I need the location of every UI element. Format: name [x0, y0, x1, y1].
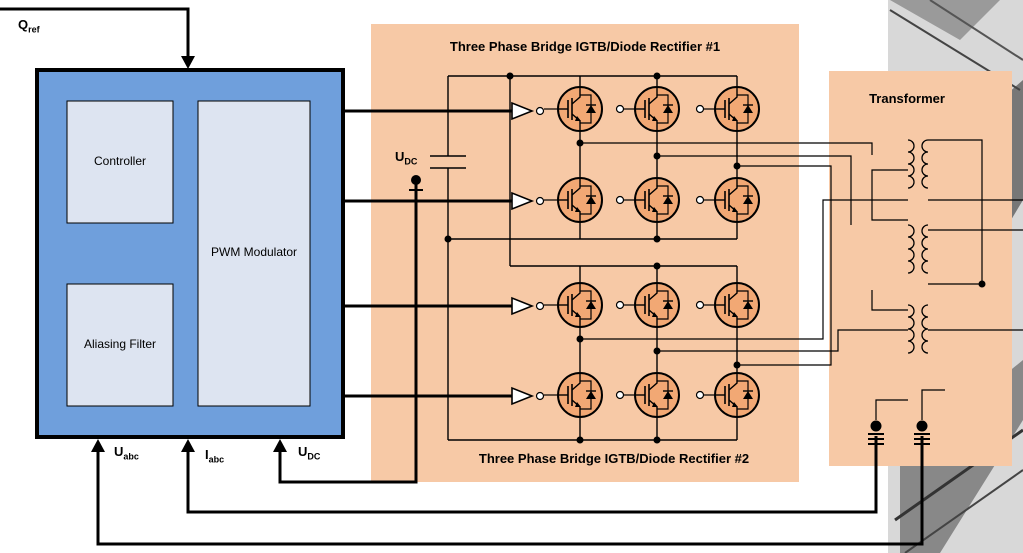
- qref-arrow-icon: [181, 56, 195, 69]
- rectifier-2-title: Three Phase Bridge IGTB/Diode Rectifier …: [478, 451, 750, 466]
- igbt-switch-icon: [544, 86, 603, 132]
- dc-bus: [447, 75, 737, 441]
- igbt-switch-icon: [544, 372, 603, 418]
- iabc-label: Iabc: [205, 447, 225, 465]
- igbt-switch-icon: [544, 282, 603, 328]
- gate-driver-icon: [511, 386, 545, 406]
- uabc-arrow-icon: [91, 439, 105, 452]
- rectifier-1-title: Three Phase Bridge IGTB/Diode Rectifier …: [449, 39, 721, 54]
- udc-capacitor-label: UDC: [395, 149, 418, 167]
- uabc-label: Uabc: [114, 444, 139, 462]
- qref-wire: [0, 7, 190, 58]
- udc-arrow-icon: [273, 439, 287, 452]
- feedback-wires: [96, 182, 924, 546]
- dc-capacitor-icon: [430, 155, 466, 169]
- igbt-switch-icon: [615, 282, 680, 328]
- controller-box: [66, 100, 174, 224]
- pwm-output-wires: [343, 109, 512, 398]
- igbt-switch-icon: [615, 86, 680, 132]
- pwm-modulator-label: PWM Modulator: [210, 245, 298, 259]
- igbt-switch-icon: [695, 86, 760, 132]
- gate-driver-icon: [511, 101, 545, 121]
- gate-driver-icon: [511, 296, 545, 316]
- iabc-arrow-icon: [181, 439, 195, 452]
- igbt-switch-icon: [544, 177, 603, 223]
- transformer-probe-icon: [868, 420, 930, 445]
- aliasing-filter-label: Aliasing Filter: [83, 337, 157, 351]
- dc-bus-nodes: [444, 72, 661, 270]
- udc-probe-icon: [409, 175, 423, 191]
- udc-feedback-label: UDC: [298, 444, 321, 462]
- ac-phase-wires: [580, 139, 1023, 420]
- transformer-coils-icon: [907, 139, 929, 354]
- transformer-panel: [829, 71, 1012, 466]
- igbt-switch-icon: [615, 372, 680, 418]
- transformer-title: Transformer: [869, 91, 945, 106]
- igbt-switch-icon: [695, 177, 760, 223]
- qref-label: Qref: [18, 17, 40, 35]
- pwm-modulator-box: [197, 100, 311, 407]
- aliasing-filter-box: [66, 283, 174, 407]
- gate-driver-icon: [511, 191, 545, 211]
- igbt-switch-icon: [695, 282, 760, 328]
- transformer-node: [978, 280, 986, 288]
- igbt-switch-icon: [695, 372, 760, 418]
- igbt-switch-icon: [615, 177, 680, 223]
- controller-label: Controller: [93, 154, 147, 168]
